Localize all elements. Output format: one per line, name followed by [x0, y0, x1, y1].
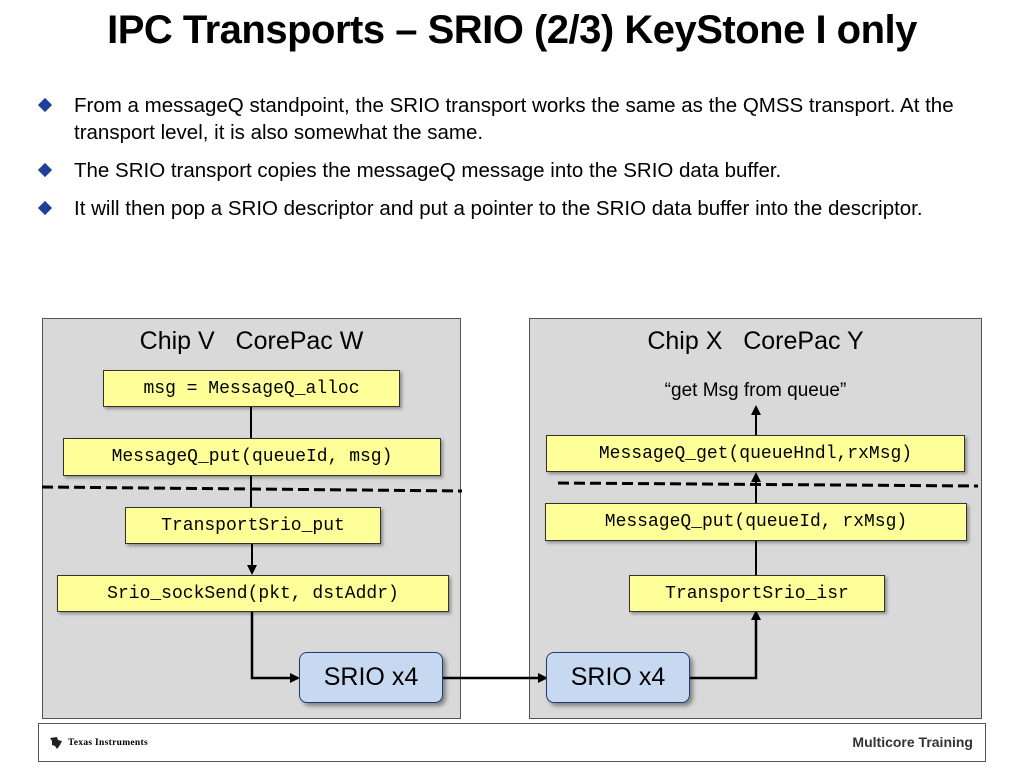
bullet-text: The SRIO transport copies the messageQ m… — [74, 159, 782, 182]
down-arrow — [250, 612, 300, 683]
slide-footer: Texas Instruments Multicore Training — [38, 723, 986, 762]
bullet-item: It will then pop a SRIO descriptor and p… — [37, 195, 998, 222]
bullet-text: It will then pop a SRIO descriptor and p… — [74, 197, 923, 220]
ti-logo-text: Texas Instruments — [68, 738, 148, 748]
messageq-put-box: MessageQ_put(queueId, msg) — [63, 438, 441, 476]
transport-srio-put-box: TransportSrio_put — [125, 507, 381, 544]
right-dashed-separator — [557, 481, 979, 488]
messageq-alloc-box: msg = MessageQ_alloc — [103, 370, 400, 407]
bullet-item: From a messageQ standpoint, the SRIO tra… — [37, 92, 998, 146]
left-srio-block: SRIO x4 — [299, 652, 443, 703]
ti-logo-icon — [50, 737, 62, 749]
messageq-get-box: MessageQ_get(queueHndl,rxMsg) — [546, 435, 965, 472]
ti-logo: Texas Instruments — [49, 736, 148, 750]
messageq-put-rx-box: MessageQ_put(queueId, rxMsg) — [545, 503, 967, 541]
transport-srio-isr-box: TransportSrio_isr — [629, 575, 885, 612]
footer-course-label: Multicore Training — [852, 734, 973, 750]
left-panel-title: Chip V CorePac W — [139, 327, 364, 355]
get-msg-note: “get Msg from queue” — [664, 380, 847, 401]
bullet-list: From a messageQ standpoint, the SRIO tra… — [37, 92, 998, 233]
right-srio-block: SRIO x4 — [546, 652, 690, 703]
up-arrow — [690, 610, 761, 680]
bullet-text: From a messageQ standpoint, the SRIO tra… — [74, 94, 954, 144]
right-panel-title: Chip X CorePac Y — [647, 327, 864, 355]
slide-title: IPC Transports – SRIO (2/3) KeyStone I o… — [107, 8, 917, 52]
bullet-item: The SRIO transport copies the messageQ m… — [37, 157, 998, 184]
srio-socksend-box: Srio_sockSend(pkt, dstAddr) — [57, 575, 449, 612]
